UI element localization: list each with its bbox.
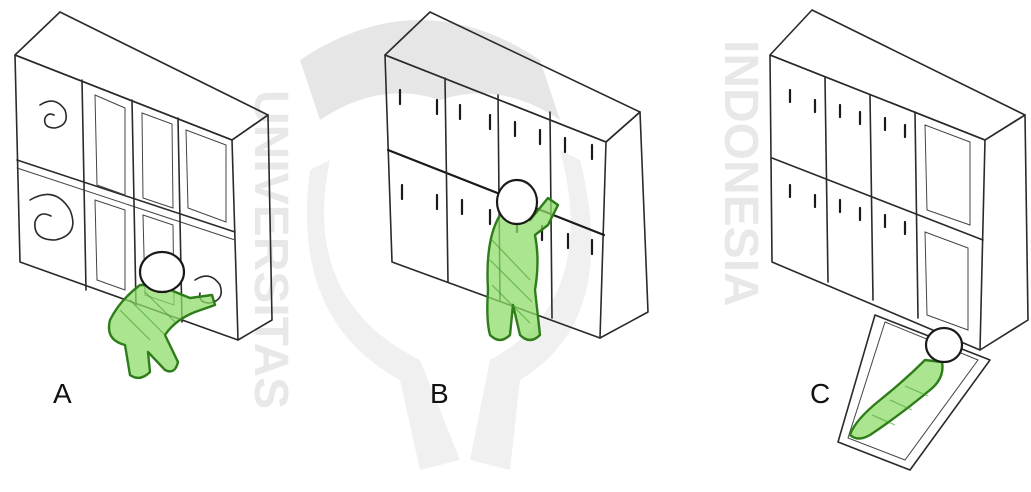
panel-label-c: C — [810, 378, 830, 410]
panel-label-b: B — [430, 378, 449, 410]
panel-c-cabinet — [770, 10, 1028, 350]
panel-label-a: A — [53, 378, 72, 410]
watermark-text-right: INDONESIA — [714, 40, 767, 307]
